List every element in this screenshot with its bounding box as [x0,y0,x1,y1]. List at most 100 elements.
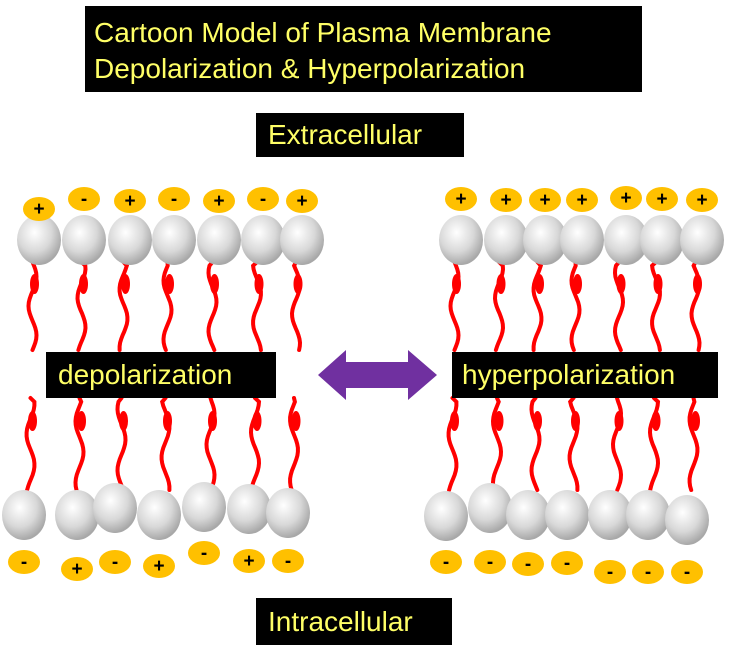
depolarization-outer-tail-7-kink [293,274,303,294]
hyperpolarization-outer-tail-4 [569,260,582,352]
depolarization-inner-ion-4: + [143,554,175,578]
hyperpolarization-inner-ion-5: - [594,560,626,584]
depolarization-label: depolarization [46,352,276,398]
hyperpolarization-outer-tail-3-kink [535,274,544,294]
svg-text:+: + [213,191,224,212]
hyperpolarization-outer-ion-6: + [646,187,678,211]
depolarization-outer-tail-4 [161,260,174,352]
svg-text:-: - [525,554,531,575]
svg-text:+: + [243,551,254,572]
depolarization-inner-ion-1: - [8,550,40,574]
svg-text:+: + [696,190,707,211]
hyperpolarization-inner-ion-1: - [430,550,462,574]
depolarization-inner-tail-3 [115,396,128,492]
depolarization-inner-head-2 [55,490,99,540]
depolarization-inner-head-1 [2,490,46,540]
depolarization-outer-ion-5: + [203,189,235,213]
hyperpolarization-outer-ion-3: + [529,188,561,212]
hyperpolarization-inner-ion-3: - [512,552,544,576]
svg-text:+: + [656,189,667,210]
hyperpolarization-inner-head-6 [626,490,670,540]
hyperpolarization-outer-tail-1-kink [452,274,461,294]
depolarization-inner-ion-5: - [188,541,220,565]
depolarization-outer-ion-2: - [68,187,100,211]
depolarization-inner-head-3 [93,483,137,533]
depolarization-outer-ion-6: - [247,187,279,211]
depolarization-inner-tail-2 [73,396,86,492]
depolarization-inner-ion-6: + [233,549,265,573]
depolarization-inner-head-7 [266,488,310,538]
svg-text:+: + [455,189,466,210]
hyperpolarization-inner-head-2 [468,483,512,533]
depolarization-outer-head-7 [280,215,324,265]
hyperpolarization-inner-head-3 [506,490,550,540]
svg-text:-: - [443,552,449,573]
svg-text:-: - [607,562,613,583]
depolarization-inner-tail-6-kink [252,411,262,431]
hyperpolarization-outer-head-3 [523,215,567,265]
depolarization-outer-ion-1: + [23,197,55,221]
depolarization-outer-head-1 [17,215,61,265]
svg-text:+: + [33,199,44,220]
hyperpolarization-outer-tail-5-kink [616,274,626,294]
svg-text:-: - [201,543,207,564]
hyperpolarization-inner-tail-3 [529,396,542,492]
hyperpolarization-inner-head-1 [424,491,468,541]
hyperpolarization-inner-ion-6: - [632,560,664,584]
hyperpolarization-outer-head-4 [560,215,604,265]
depolarization-outer-head-2 [62,215,106,265]
svg-text:+: + [500,190,511,211]
svg-text:+: + [153,556,164,577]
depolarization-inner-tail-7-kink [291,411,301,431]
title-line-2: Depolarization & Hyperpolarization [94,53,526,84]
hyperpolarization-outer-head-2 [484,215,528,265]
hyperpolarization-outer-tail-5 [612,260,626,352]
svg-text:-: - [285,551,291,572]
hyperpolarization-outer-head-5 [604,215,648,265]
svg-text:-: - [112,552,118,573]
depolarization-inner-ion-2: + [61,557,93,581]
svg-text:+: + [71,559,82,580]
hyperpolarization-inner-ion-7: - [671,560,703,584]
hyperpolarization-outer-head-7 [680,215,724,265]
svg-text:-: - [81,189,87,210]
depolarization-outer-tail-5-kink [210,274,219,294]
depolarization-outer-head-5 [197,215,241,265]
hyperpolarization-inner-tail-6-kink [651,411,661,431]
extracellular-label: Extracellular [256,113,464,157]
hyperpolarization-outer-ion-4: + [566,188,598,212]
depolarization-inner-head-5 [182,482,226,532]
hyperpolarization-label: hyperpolarization [452,352,718,398]
hyperpolarization-inner-tail-7-kink [691,411,700,431]
title-box: Cartoon Model of Plasma Membrane Depolar… [85,6,642,92]
depolarization-inner-tail-5-kink [208,411,217,431]
depolarization-outer-ion-4: - [158,187,190,211]
svg-text:-: - [21,552,27,573]
depolarization-outer-head-6 [241,215,285,265]
hyperpolarization-outer-ion-5: + [610,186,642,210]
hyperpolarization-outer-head-1 [439,215,483,265]
hyperpolarization-outer-ion-1: + [445,187,477,211]
hyperpolarization-outer-tail-2-kink [496,274,506,294]
hyperpolarization-inner-tail-2-kink [494,411,504,431]
depolarization-outer-tail-6-kink [254,274,264,294]
hyperpolarization-outer-ion-7: + [686,188,718,212]
depolarization-outer-tail-2-kink [79,274,88,294]
depolarization-outer-ion-3: + [114,189,146,213]
svg-text:+: + [296,191,307,212]
hyperpolarization-inner-tail-3-kink [533,411,542,431]
hyperpolarization-inner-head-4 [545,490,589,540]
hyperpolarization-outer-tail-6-kink [653,274,663,294]
hyperpolarization-outer-ion-2: + [490,188,522,212]
depolarization-outer-tail-5 [206,260,219,352]
svg-text:-: - [171,189,177,210]
hyperpolarization-inner-head-5 [588,490,632,540]
depolarization-outer-ion-7: + [286,189,318,213]
svg-text:+: + [539,190,550,211]
depolarization-inner-tail-3-kink [119,411,128,431]
hyperpolarization-inner-head-7 [665,495,709,545]
depolarization-inner-ion-7: - [272,549,304,573]
hyperpolarization-inner-tail-5-kink [614,411,624,431]
depolarization-inner-ion-3: - [99,550,131,574]
